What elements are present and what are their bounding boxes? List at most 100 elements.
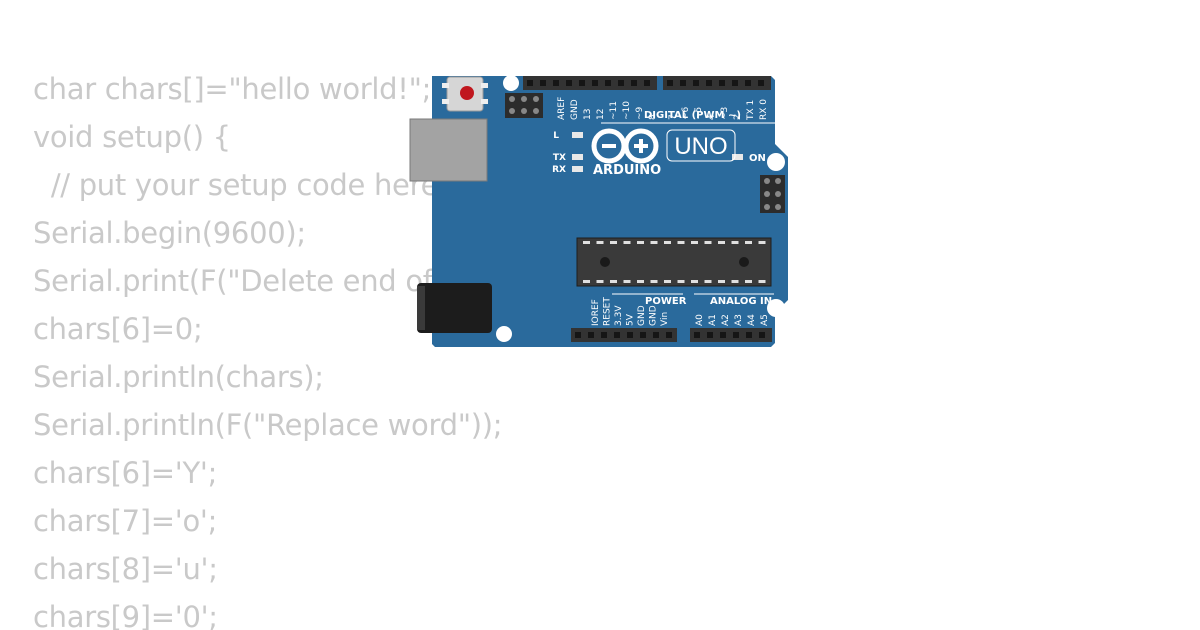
- chip-pin: [677, 241, 685, 244]
- chip-pin: [718, 241, 725, 244]
- analog-label: ANALOG IN: [710, 296, 772, 307]
- pin-label: ~10: [622, 101, 632, 120]
- header-pin: [694, 332, 700, 338]
- pin-label: ~9: [635, 106, 645, 120]
- header-pin: [627, 332, 633, 338]
- code-line: chars[6]=0;: [33, 312, 203, 346]
- chip-pin: [758, 241, 766, 244]
- pin-label: ~3: [720, 107, 730, 120]
- pin-label: RX 0: [759, 99, 769, 120]
- mounting-hole: [767, 299, 785, 317]
- header-pin: [631, 80, 637, 86]
- pin-label: 5V: [626, 313, 636, 326]
- header-pin: [720, 332, 726, 338]
- header-pin: [666, 332, 672, 338]
- header-pin: [575, 332, 581, 338]
- pin-label: 4: [707, 114, 717, 120]
- chip-pin: [610, 280, 617, 283]
- pin-label: A3: [734, 314, 744, 326]
- header-pin: [746, 332, 752, 338]
- analog-header: [690, 328, 772, 342]
- chip-pin: [704, 280, 712, 283]
- code-line: char chars[]="hello world!";: [33, 72, 432, 106]
- header-pin: [640, 332, 646, 338]
- code-line: Serial.println(chars);: [33, 360, 324, 394]
- digital-header-left: [523, 76, 657, 90]
- pin-label: 13: [583, 109, 593, 120]
- pin-label: Vin: [660, 312, 670, 326]
- header-pin: [706, 80, 712, 86]
- pin-label: A2: [721, 314, 731, 326]
- chip-pin: [758, 280, 766, 283]
- mounting-hole: [767, 153, 785, 171]
- header-pin: [618, 80, 624, 86]
- icsp-header-2: [760, 175, 785, 213]
- chip-pin: [623, 241, 631, 244]
- power-jack: [417, 283, 492, 333]
- header-pin: [540, 80, 546, 86]
- header-pin: [601, 332, 607, 338]
- header-pin: [653, 332, 659, 338]
- pin-label: A5: [760, 314, 770, 326]
- pin-label: GND: [649, 305, 659, 326]
- pin-label: 2: [733, 114, 743, 120]
- pin-label: 7: [668, 114, 678, 120]
- chip-pin: [623, 280, 631, 283]
- header-pin: [566, 80, 572, 86]
- chip-pin: [637, 241, 644, 244]
- reset-button[interactable]: [442, 76, 488, 112]
- pin-label: IOREF: [591, 299, 601, 326]
- mounting-hole: [503, 75, 519, 91]
- pin-label: GND: [637, 305, 647, 326]
- header-pin: [707, 332, 713, 338]
- pin-label: 8: [648, 114, 658, 120]
- icsp-header: [505, 93, 543, 118]
- led-on: ON: [732, 153, 766, 164]
- header-pin: [614, 332, 620, 338]
- pin-label: RESET: [603, 297, 613, 326]
- header-pin: [759, 332, 765, 338]
- code-line: chars[8]='u';: [33, 552, 218, 586]
- header-pin: [680, 80, 686, 86]
- microcontroller-chip: [576, 237, 772, 287]
- header-pin: [758, 80, 764, 86]
- header-pin: [605, 80, 611, 86]
- led-rx: RX: [552, 165, 583, 175]
- chip-pin: [637, 280, 644, 283]
- pin-label: A1: [708, 314, 718, 326]
- digital-header-right: [663, 76, 771, 90]
- usb-connector: [409, 118, 488, 182]
- model-badge: UNO: [666, 129, 736, 162]
- code-line: void setup() {: [33, 120, 231, 154]
- chip-pin: [691, 241, 698, 244]
- svg-text:L: L: [553, 131, 559, 141]
- chip-pin: [583, 241, 590, 244]
- chip-pin: [664, 280, 671, 283]
- led-tx: TX: [553, 153, 583, 163]
- code-line: chars[9]='0';: [33, 600, 218, 630]
- chip-pin: [650, 241, 658, 244]
- led-l: L: [553, 131, 583, 141]
- svg-text:TX: TX: [553, 153, 566, 163]
- svg-text:UNO: UNO: [674, 133, 727, 160]
- code-line: Serial.begin(9600);: [33, 216, 306, 250]
- svg-text:RX: RX: [552, 165, 566, 175]
- chip-pin: [731, 241, 739, 244]
- chip-pin: [691, 280, 698, 283]
- pin-label: ~11: [609, 101, 619, 120]
- header-pin: [592, 80, 598, 86]
- svg-text:ON: ON: [749, 153, 766, 164]
- header-pin: [644, 80, 650, 86]
- header-pin: [732, 80, 738, 86]
- power-header: [571, 328, 677, 342]
- pin-label: 12: [596, 109, 606, 120]
- chip-pin: [583, 280, 590, 283]
- digital-label: DIGITAL (PWM ~): [644, 110, 741, 121]
- pin-label: A0: [695, 314, 705, 326]
